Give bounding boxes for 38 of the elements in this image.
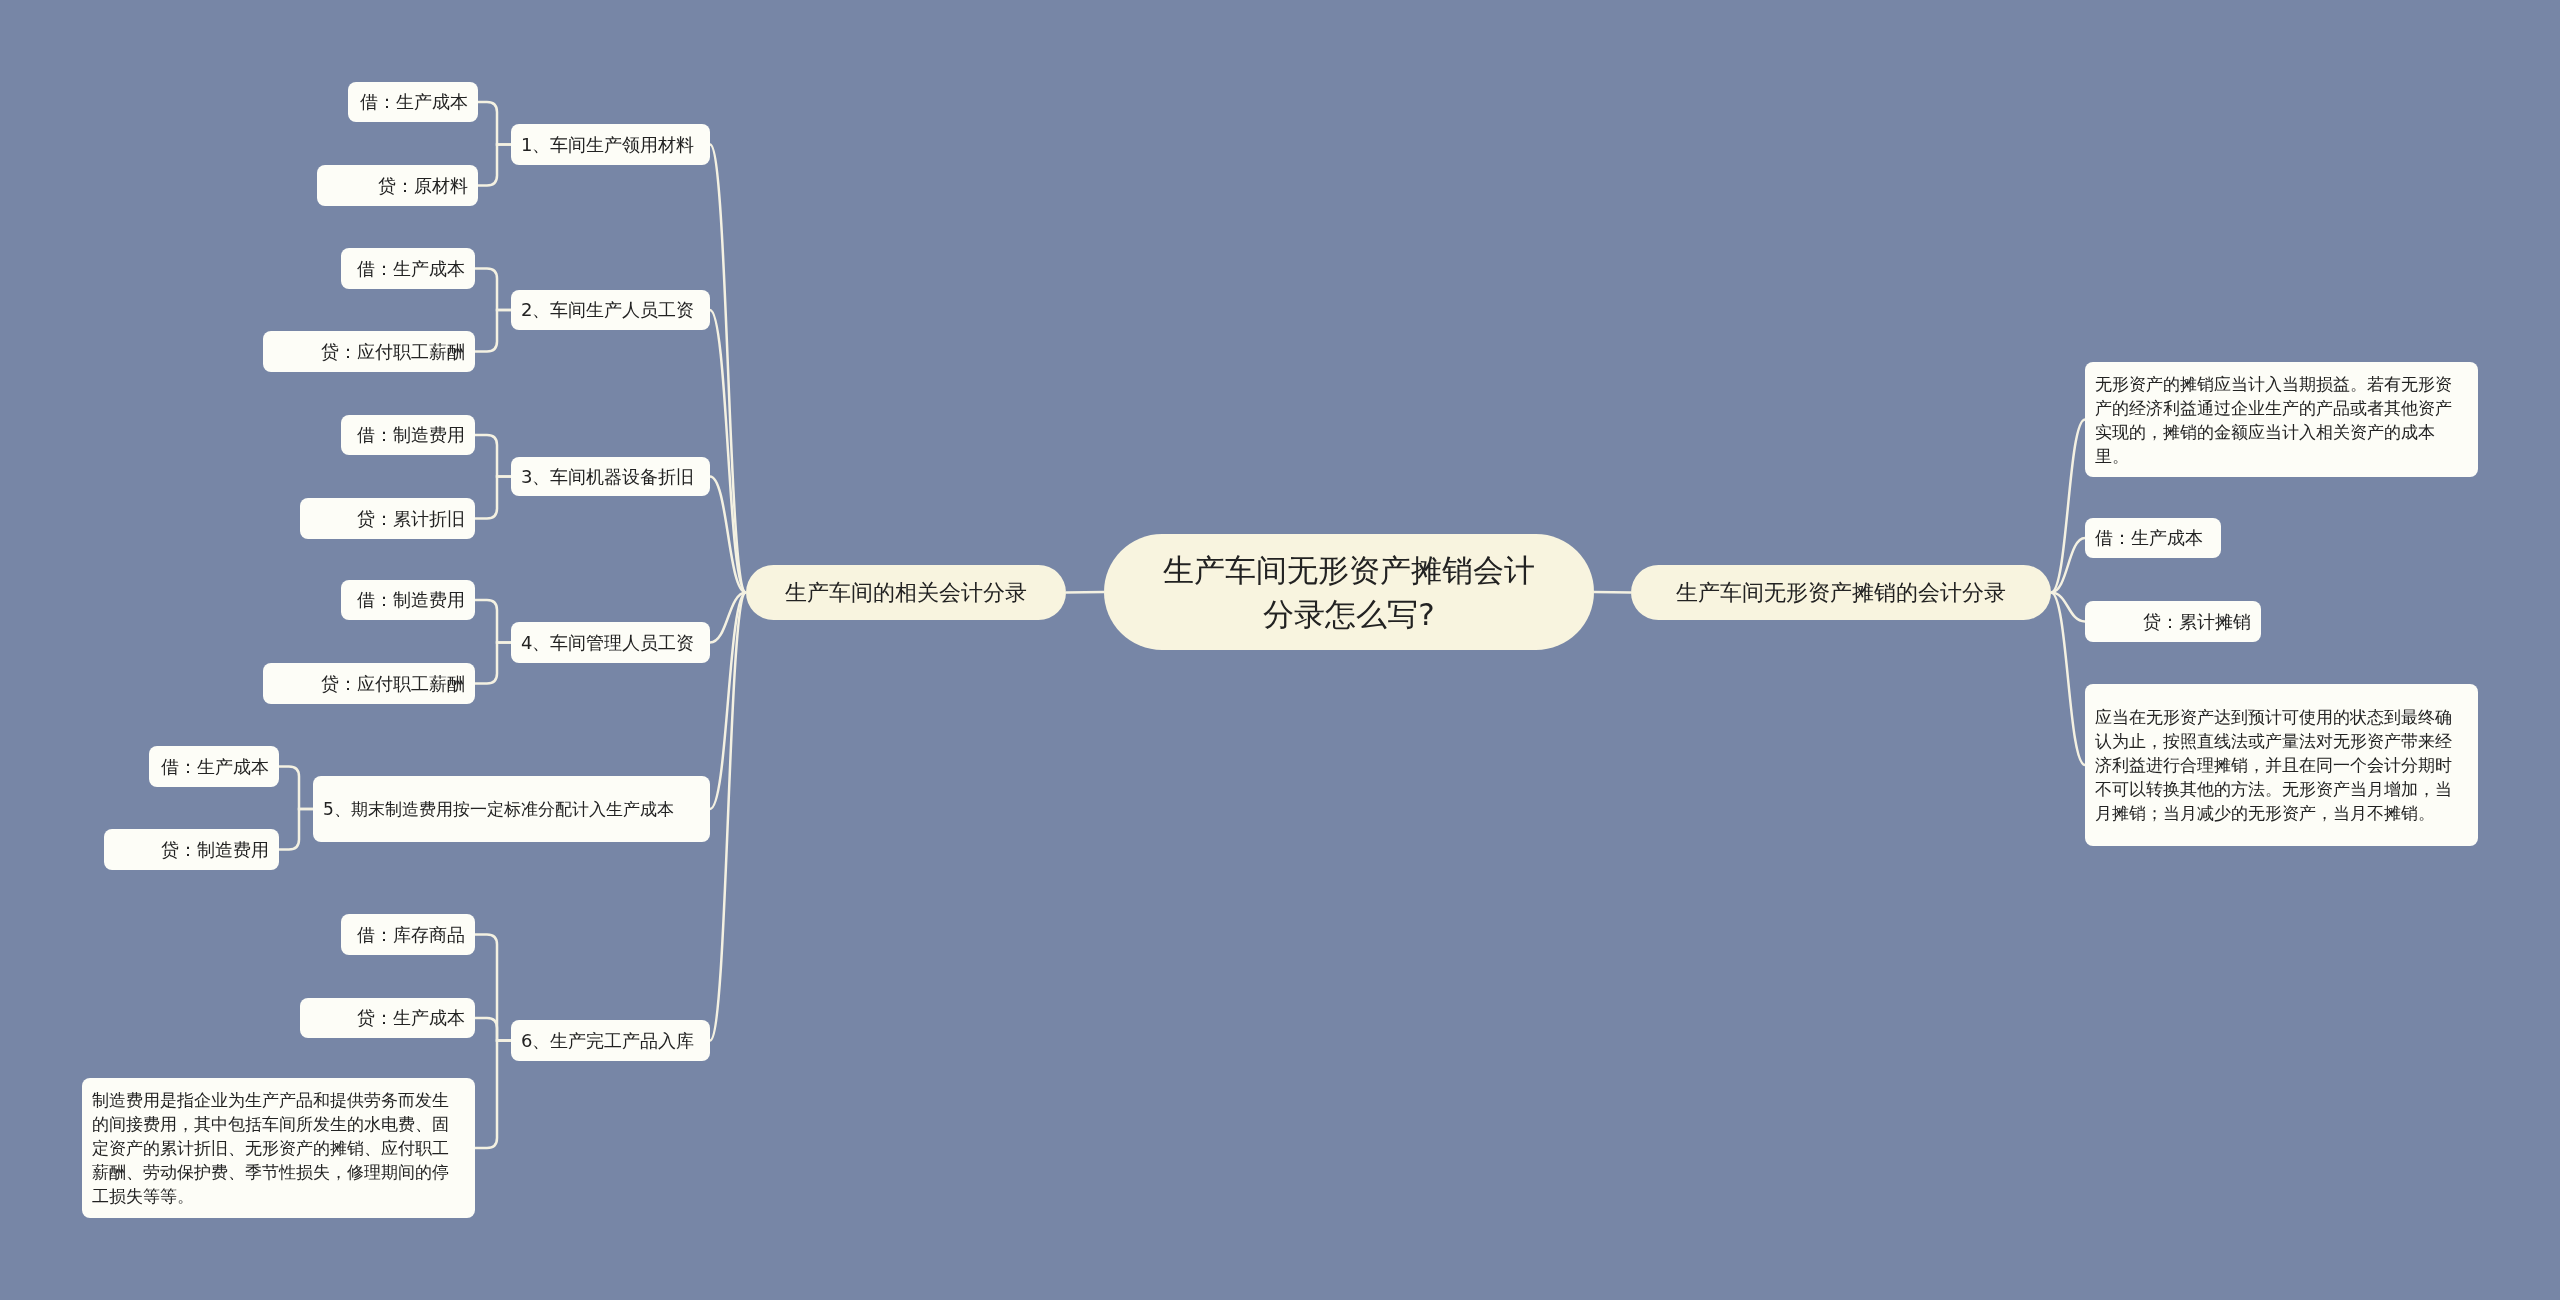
entry-box: 贷：累计摊销: [2085, 601, 2261, 642]
connector-line: [475, 475, 511, 520]
entry-box: 借：生产成本: [149, 746, 279, 787]
branch-box: 生产车间的相关会计分录: [746, 565, 1066, 620]
entry-box: 1、车间生产领用材料: [511, 124, 710, 165]
entry-box: 贷：累计折旧: [300, 498, 475, 539]
entry-box: 6、生产完工产品入库: [511, 1020, 710, 1061]
note-box: 制造费用是指企业为生产产品和提供劳务而发生的间接费用，其中包括车间所发生的水电费、固定资产的累计折旧、无形资产的摊销、应付职工薪酬、劳动保护费、季节性损失，修理期间的停工损失等等。: [82, 1078, 475, 1218]
connector-line: [279, 807, 313, 851]
entry-box: 贷：制造费用: [104, 829, 279, 870]
connector-line: [475, 1039, 511, 1150]
connector-line: [475, 308, 511, 353]
entry-box: 借：生产成本: [341, 248, 475, 289]
note-box: 应当在无形资产达到预计可使用的状态到最终确认为止，按照直线法或产量法对无形资产带来经济利益进行合理摊销，并且在同一个会计分期时不可以转换其他的方法。无形资产当月增加，当月摊销；当月减少的无形资产，当月不摊销。: [2085, 684, 2478, 846]
connector-line: [1594, 590, 1631, 594]
entry-box: 借：生产成本: [2085, 518, 2221, 558]
note-box: 5、期末制造费用按一定标准分配计入生产成本: [313, 776, 710, 842]
entry-box: 2、车间生产人员工资: [511, 290, 710, 330]
entry-box: 贷：原材料: [317, 165, 478, 206]
note-box: 无形资产的摊销应当计入当期损益。若有无形资产的经济利益通过企业生产的产品或者其他资产实现的，摊销的金额应当计入相关资产的成本里。: [2085, 362, 2478, 477]
entry-box: 借：生产成本: [348, 82, 478, 122]
connector-line: [478, 143, 511, 187]
entry-box: 借：制造费用: [341, 415, 475, 455]
connector-line: [1066, 590, 1104, 594]
connector-line: [2050, 418, 2086, 594]
entry-box: 借：制造费用: [341, 580, 475, 620]
topic-box: 生产车间无形资产摊销会计分录怎么写?: [1104, 534, 1594, 650]
branch-box: 生产车间无形资产摊销的会计分录: [1631, 565, 2051, 620]
connector-line: [2050, 591, 2086, 766]
entry-box: 贷：应付职工薪酬: [263, 331, 475, 372]
entry-box: 4、车间管理人员工资: [511, 622, 710, 663]
entry-box: 借：库存商品: [341, 914, 475, 955]
entry-box: 3、车间机器设备折旧: [511, 457, 710, 496]
connector-line: [708, 591, 748, 1042]
entry-box: 贷：应付职工薪酬: [263, 663, 475, 704]
entry-box: 贷：生产成本: [300, 998, 475, 1038]
connector-line: [475, 641, 511, 685]
connector-line: [709, 309, 747, 594]
